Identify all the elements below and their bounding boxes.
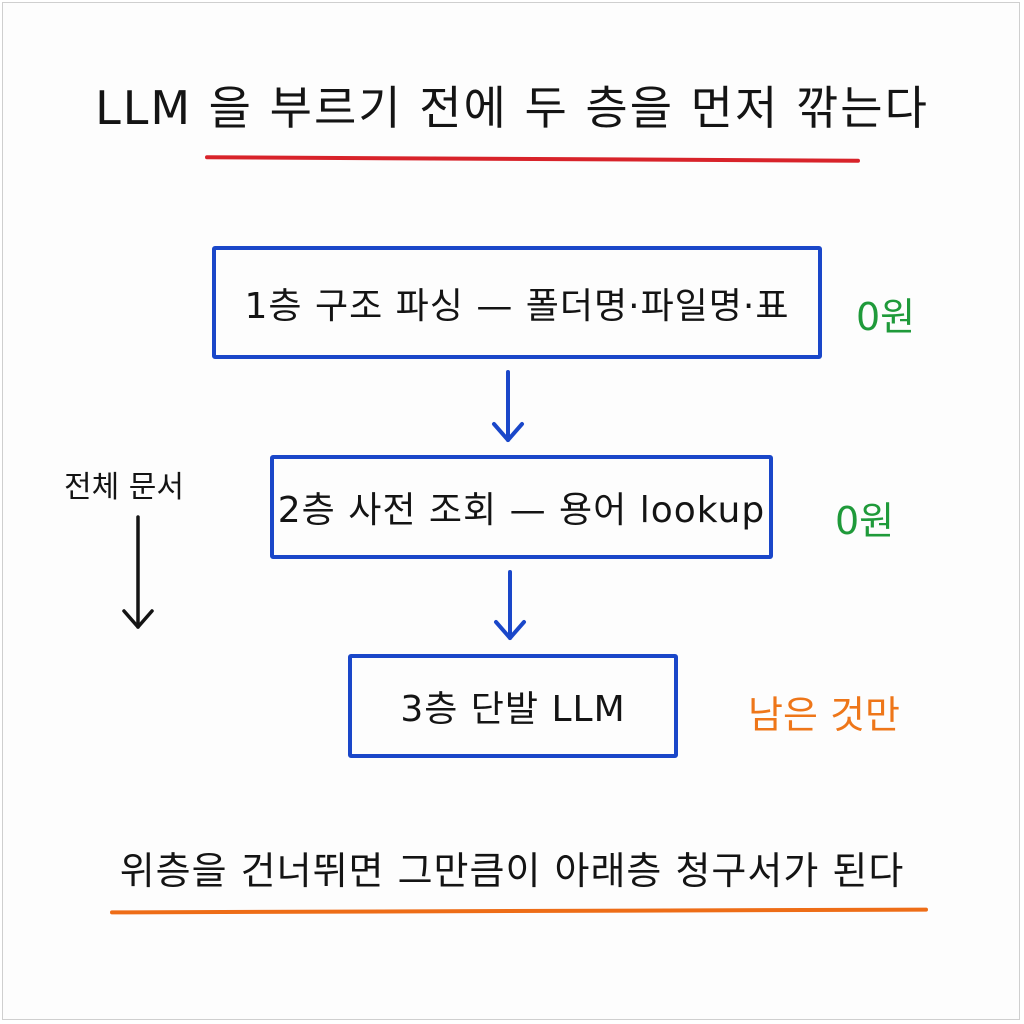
side-label: 전체 문서: [64, 470, 184, 505]
page-title: LLM 을 부르기 전에 두 층을 먼저 깎는다: [95, 81, 929, 135]
arrow-down-icon: [492, 370, 524, 442]
layer-2-box: 2층 사전 조회 — 용어 lookup: [270, 455, 773, 559]
layer-3-cost: 남은 것만: [748, 693, 900, 737]
layer-3-box: 3층 단발 LLM: [348, 654, 678, 758]
layer-1-box: 1층 구조 파싱 — 폴더명·파일명·표: [212, 246, 822, 359]
side-arrow-down-icon: [122, 515, 154, 629]
layer-2-cost: 0원: [835, 499, 895, 543]
footer-note: 위층을 건너뛰면 그만큼이 아래층 청구서가 된다: [119, 849, 905, 893]
layer-1-cost: 0원: [856, 295, 916, 339]
arrow-down-icon: [494, 570, 526, 640]
